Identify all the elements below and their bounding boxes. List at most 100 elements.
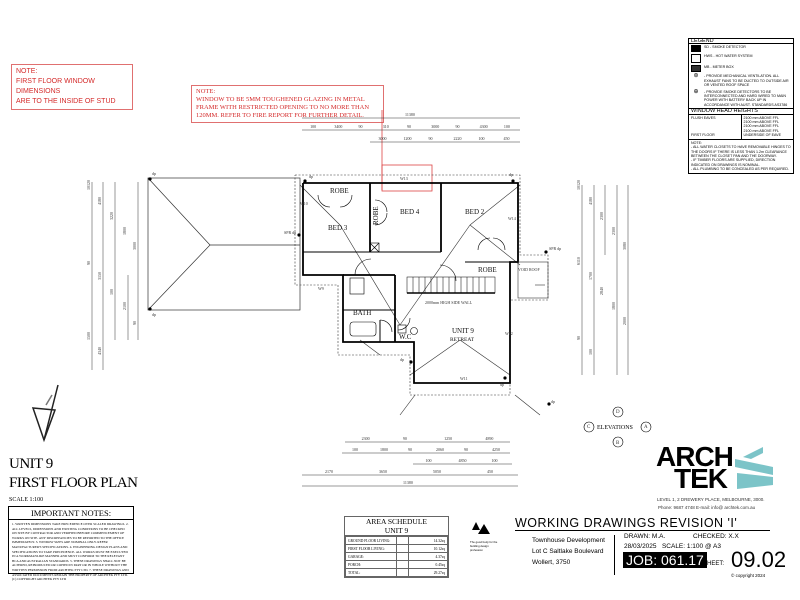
plan-title: UNIT 9 FIRST FLOOR PLAN SCALE 1:100 (9, 455, 138, 503)
roof-hip-lines (299, 184, 541, 416)
void-roof-label: VOID ROOF (518, 267, 540, 272)
elevation-marker-a[interactable]: A (644, 425, 648, 430)
dimension-label: 450 (487, 469, 493, 474)
dimension-label: 2000 (622, 317, 627, 325)
area-value: 4.37sq (407, 552, 449, 561)
sheet-number: 09.02 (731, 547, 787, 572)
area-value: 10.12sq (407, 544, 449, 553)
note-heading: NOTE: (16, 68, 38, 75)
elevation-marker-d[interactable]: D (616, 410, 620, 415)
north-arrow-icon (31, 384, 59, 443)
roof-outline-left (147, 177, 301, 311)
note-heading: NOTE: (196, 88, 216, 95)
room-label-bed2: BED 2 (465, 208, 485, 216)
area-label: PORCH: (345, 560, 397, 569)
window-label: W10 (300, 201, 308, 206)
dimension-lines-bottom (302, 441, 518, 487)
dimension-label: 10120 (86, 180, 91, 190)
date-scale: 28/03/2025 SCALE: 1:100 @ A3 (624, 543, 721, 550)
area-label: GROUND FLOOR LIVING: (345, 536, 397, 545)
dimension-label: 90 (403, 436, 407, 441)
area-label: GARAGE: (345, 552, 397, 561)
elevation-markers (583, 406, 652, 448)
area-row: TOTAL:29.27sq (345, 568, 449, 577)
area-blank (396, 560, 409, 569)
firm-contact: Phone: 9687 4748 E-mail: info@ archtek.c… (658, 505, 756, 510)
roof-outline-dashed (294, 174, 549, 396)
meter-box-icon (691, 65, 701, 73)
legend-notes: NOTE: - ALL WATER CLOSETS TO HAVE REMOVA… (691, 140, 791, 172)
window-heads-title: WINDOW HEAD HEIGHTS (689, 108, 793, 115)
dimension-label: 2220 (454, 136, 462, 141)
area-blank (396, 552, 409, 561)
dimension-label: 90 (464, 447, 468, 452)
elevations-label: ELEVATIONS (597, 425, 633, 431)
smoke-alarm-icon: ⊕ (693, 88, 699, 95)
elevation-marker-c[interactable]: C (587, 425, 591, 430)
area-blank (396, 544, 409, 553)
divider (614, 535, 615, 575)
dimension-label: 4180 (97, 197, 102, 205)
legend-title: LEGEND (689, 38, 793, 45)
dimension-label: 4890 (485, 436, 493, 441)
logo-mark-icon (735, 447, 773, 489)
downpipe-markers (148, 177, 551, 406)
downpipe-label: dp (551, 399, 555, 404)
dimension-label: 3000 (379, 136, 387, 141)
dimension-label: 2170 (325, 469, 333, 474)
room-label-wc: W.C (399, 333, 412, 341)
important-notes-box: IMPORTANT NOTES: 1. WRITTEN DIMENSIONS T… (8, 506, 134, 581)
legend-item-meter: MB - METER BOX (689, 64, 793, 73)
area-row: GROUND FLOOR LIVING:14.32sq (345, 536, 449, 545)
legend-item-ventilation: ⊛- PROVIDE MECHANICAL VENTILATION. ALL E… (689, 73, 793, 88)
area-label: FIRST FLOOR LIVING: (345, 544, 397, 553)
dimension-label: 100 (479, 136, 485, 141)
dimension-label: 1700 (588, 272, 593, 280)
room-label-bath: BATH (353, 309, 371, 317)
area-row: GARAGE: 4.37sq (345, 552, 449, 561)
downpipe-label: dp (400, 357, 404, 362)
note-line: 120MM. REFER TO FIRE REPORT FOR FURTHER … (196, 112, 364, 119)
job-number: JOB: 061.17 (623, 552, 707, 568)
dimension-label: 4250 (492, 447, 500, 452)
dimension-label: 100 (426, 458, 432, 463)
window-label: W14 (508, 216, 516, 221)
window-glazing-note: NOTE: WINDOW TO BE 5MM TOUGHENED GLAZING… (191, 85, 384, 123)
dimension-label: 1250 (444, 436, 452, 441)
elevation-marker-b[interactable]: B (616, 441, 620, 446)
hot-water-icon (691, 54, 701, 64)
dimension-label: 1800 (611, 302, 616, 310)
dimension-label: 10120 (576, 180, 581, 190)
industry-badge-text: The good body for the building design pr… (470, 540, 498, 552)
stud-dimension-note: NOTE: FIRST FLOOR WINDOW DIMENSIONS ARE … (11, 64, 133, 110)
smoke-detector-icon (691, 45, 701, 53)
plan-title-floor: FIRST FLOOR PLAN (9, 475, 138, 491)
dimension-label: 1800 (380, 447, 388, 452)
dimension-label: 100 (492, 458, 498, 463)
dimension-label: 90 (576, 336, 581, 340)
dimension-label: 3080 (622, 242, 627, 250)
staircase (406, 276, 496, 294)
dimension-label: 1500 (86, 332, 91, 340)
industry-badge-icon (472, 522, 490, 534)
area-row: PORCH:0.45sq (345, 560, 449, 569)
window-label: W9 (318, 286, 324, 291)
sheet-label: SHEET: (703, 561, 725, 567)
dimension-label: 3400 (334, 124, 342, 129)
important-notes-title: IMPORTANT NOTES: (9, 507, 133, 520)
checked-by: CHECKED: X.X (693, 533, 739, 540)
downpipe-label: dp (152, 312, 156, 317)
downpipe-label: SPR dp (549, 246, 561, 251)
dimension-label: 11380 (405, 112, 415, 117)
void-roof-area (517, 261, 549, 299)
window-label: W12 (505, 331, 513, 336)
dimension-lines-top (302, 117, 520, 143)
revision-heading: WORKING DRAWINGS REVISION 'I' (515, 516, 770, 531)
dimension-label: 90 (359, 124, 363, 129)
note-line: ARE TO THE INSIDE OF STUD (16, 98, 116, 105)
area-blank (396, 536, 409, 545)
dimension-label: 4300 (480, 124, 488, 129)
